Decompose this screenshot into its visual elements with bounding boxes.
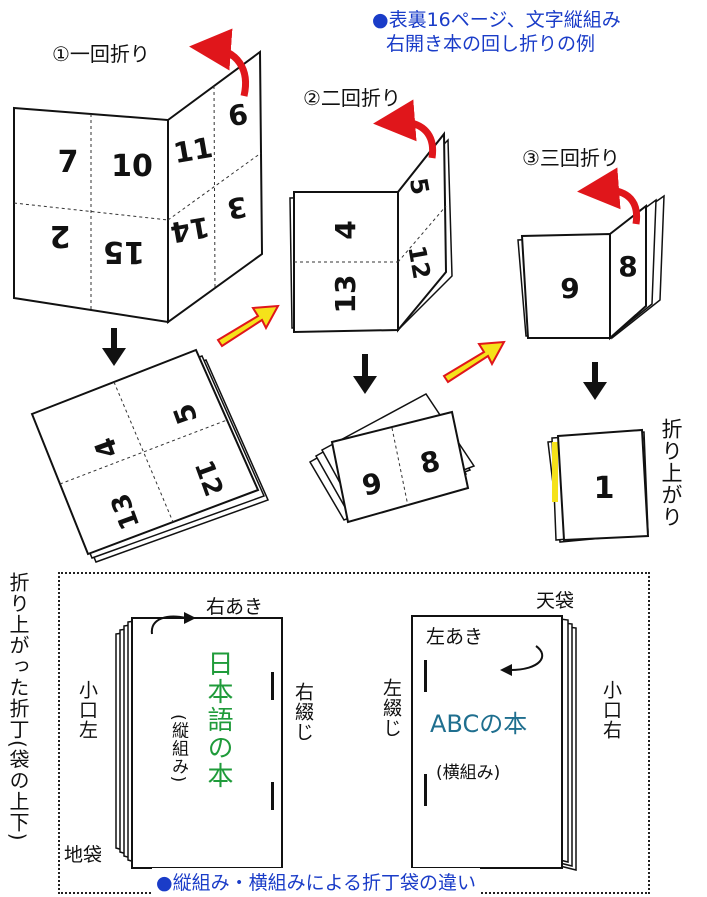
jp-book-title: 日本語の本 — [203, 650, 233, 790]
yellow-arrow-1 — [216, 304, 280, 348]
s3-page-9: 9 — [560, 272, 579, 305]
s1-page-7: 7 — [58, 145, 79, 180]
en-book — [411, 615, 577, 871]
finished-label: 折り上がり — [659, 418, 683, 528]
jp-book-sub: (縦組み) — [168, 714, 188, 784]
en-top-label: 天袋 — [536, 590, 575, 612]
final-page-1: 1 — [594, 471, 615, 506]
s1-page-10: 10 — [111, 149, 153, 184]
s1-page-15: 15 — [103, 234, 145, 269]
yellow-arrow-2 — [442, 340, 506, 384]
s1-page-11: 11 — [171, 131, 215, 170]
en-book-title: ABCの本 — [430, 710, 528, 738]
sheet-step-one: 7 10 2 15 11 6 14 3 — [13, 50, 264, 324]
s2-page-4: 4 — [329, 220, 362, 239]
side-label: 折り上がった折丁(袋の上下) — [6, 572, 30, 842]
diagram-title: ●表裏16ページ、文字縦組み 右開き本の回し折りの例 — [372, 8, 621, 56]
down-arrow-1 — [102, 328, 126, 366]
red-fold-arrow-3 — [577, 167, 641, 225]
red-fold-arrow-1 — [189, 28, 249, 97]
down-arrow-2 — [353, 354, 377, 394]
jp-left-label: 小口左 — [76, 680, 98, 740]
sheet-step-two-b: 9 8 — [308, 393, 476, 524]
en-right-label: 小口右 — [600, 680, 622, 740]
s2-page-12: 12 — [402, 243, 435, 281]
jp-bottom-label: 地袋 — [64, 844, 103, 866]
en-book-sub: (横組み) — [436, 763, 501, 783]
bottom-caption: ●縦組み・横組みによる折丁袋の違い — [152, 868, 481, 895]
down-arrow-3 — [583, 362, 607, 400]
jp-book — [115, 612, 283, 869]
en-left-label: 左綴じ — [380, 678, 402, 738]
title-line-1: ●表裏16ページ、文字縦組み — [372, 9, 621, 31]
books-illustration — [115, 612, 577, 871]
final-signature: 1 — [547, 428, 650, 543]
sheet-step-three: 9 8 — [517, 194, 665, 341]
jp-top-label: 右あき — [206, 596, 264, 618]
sheet-step-one-b: 4 5 13 12 — [30, 348, 270, 563]
s2-page-13: 13 — [329, 275, 362, 314]
step-one-label: ①一回折り — [52, 42, 150, 66]
s1-page-2: 2 — [50, 218, 71, 253]
jp-right-label: 右綴じ — [292, 682, 314, 742]
sheet-step-two: 4 13 5 12 — [289, 131, 453, 334]
s3-page-8: 8 — [618, 250, 637, 283]
s1-page-14: 14 — [168, 210, 212, 249]
step-three-label: ③三回折り — [522, 146, 620, 170]
en-inner-label: 左あき — [426, 626, 484, 648]
title-line-2: 右開き本の回し折りの例 — [386, 33, 596, 55]
red-fold-arrow-2 — [373, 99, 437, 159]
folding-diagram: 7 10 2 15 11 6 14 3 4 5 13 12 4 13 — [13, 28, 665, 563]
s2-page-5: 5 — [404, 176, 434, 197]
